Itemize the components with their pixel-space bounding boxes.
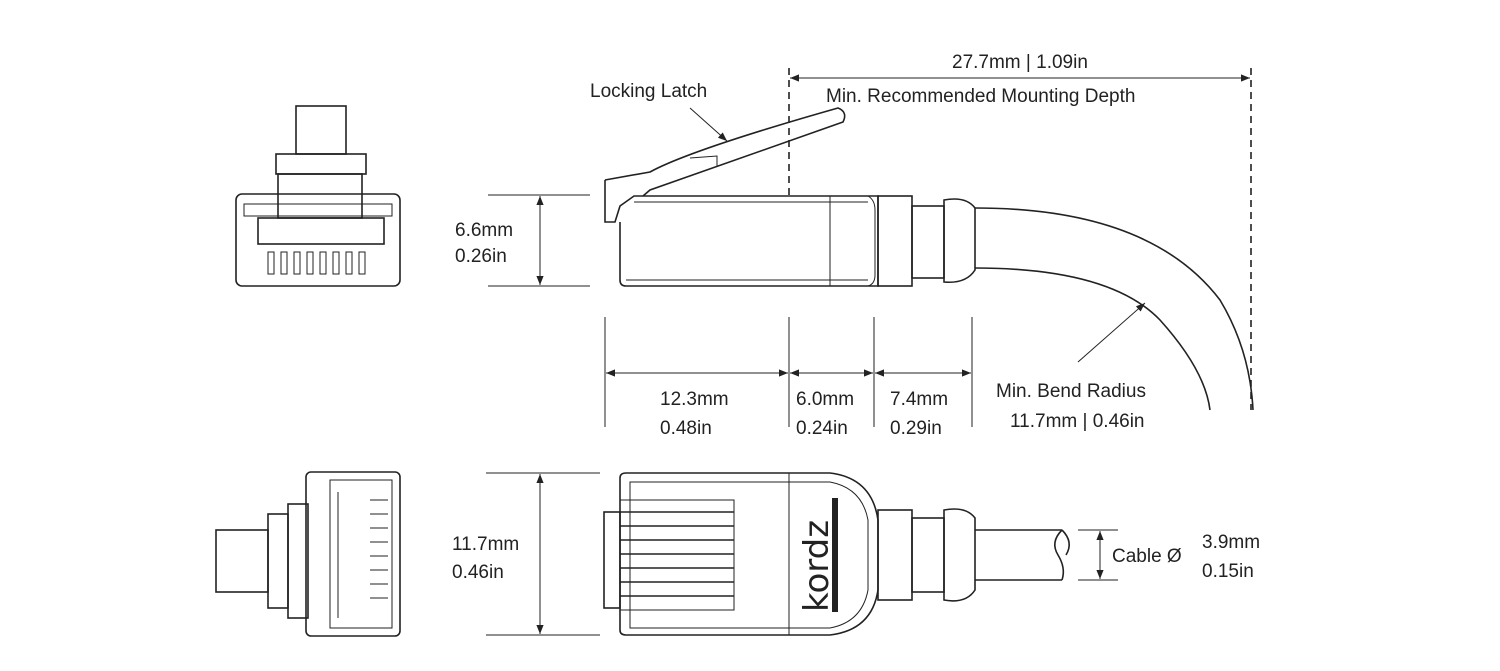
- width-in: 0.46in: [452, 562, 504, 583]
- kordz-logo: kordz: [797, 520, 837, 612]
- bend-radius-label: Min. Bend Radius: [996, 381, 1146, 402]
- bend-radius-value: 11.7mm | 0.46in: [1010, 411, 1144, 432]
- cable-in: 0.15in: [1202, 561, 1254, 582]
- seg3-mm: 7.4mm: [890, 389, 948, 410]
- locking-latch-label: Locking Latch: [590, 81, 707, 102]
- cable-mm: 3.9mm: [1202, 532, 1260, 553]
- contact-pins: [267, 251, 366, 275]
- height-mm: 6.6mm: [455, 220, 513, 241]
- width-mm: 11.7mm: [452, 534, 519, 555]
- cable-diameter-label: Cable Ø: [1112, 546, 1182, 567]
- seg2-in: 0.24in: [796, 418, 848, 439]
- side-view: [604, 107, 1254, 411]
- locking-latch-arrow: [689, 107, 728, 142]
- rear-view: [215, 471, 401, 637]
- height-in: 0.26in: [455, 246, 507, 267]
- top-view: kordz: [603, 472, 1070, 636]
- seg3-in: 0.29in: [890, 418, 942, 439]
- seg1-mm: 12.3mm: [660, 389, 729, 410]
- cable-break: [1054, 529, 1070, 581]
- front-view: [235, 105, 401, 287]
- contacts: [619, 499, 735, 611]
- seg1-in: 0.48in: [660, 418, 712, 439]
- mount-depth-value: 27.7mm | 1.09in: [952, 52, 1088, 73]
- length-dimensions: [604, 317, 973, 427]
- mount-depth-label: Min. Recommended Mounting Depth: [826, 86, 1135, 107]
- seg2-mm: 6.0mm: [796, 389, 854, 410]
- bend-radius-arrow: [1077, 302, 1146, 363]
